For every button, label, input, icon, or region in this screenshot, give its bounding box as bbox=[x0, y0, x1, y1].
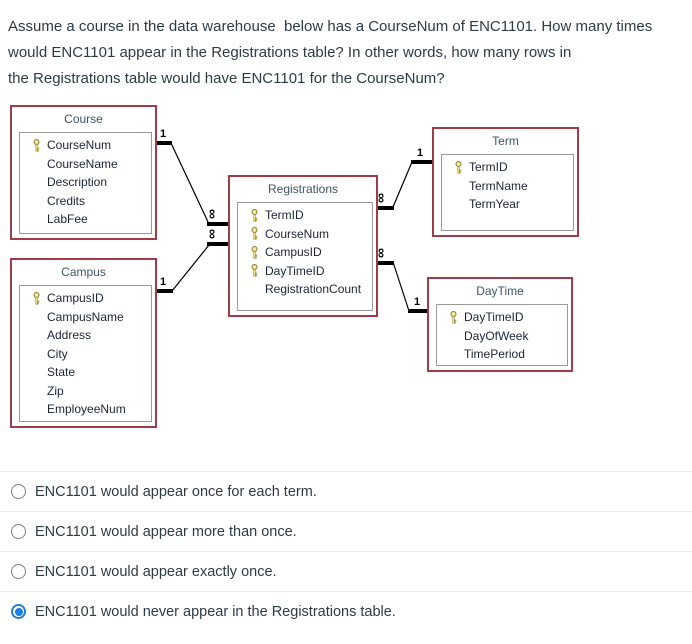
table-registrations[interactable]: Registrations TermID CourseNum CampusID … bbox=[228, 175, 378, 317]
table-title: Campus bbox=[61, 265, 106, 279]
table-field-list: CampusID CampusName Address City State Z… bbox=[19, 285, 152, 422]
field-name: TimePeriod bbox=[464, 347, 525, 362]
primary-key-icon bbox=[250, 208, 265, 222]
question-text: Assume a course in the data warehouse be… bbox=[0, 0, 692, 92]
field-name: DayTimeID bbox=[265, 263, 325, 278]
field-row: State bbox=[32, 363, 151, 382]
radio-selected-icon[interactable] bbox=[11, 604, 26, 619]
question-line: Assume a course in the data warehouse be… bbox=[8, 18, 653, 35]
table-daytime[interactable]: DayTime DayTimeID DayOfWeek TimePeriod bbox=[427, 277, 573, 372]
field-row: DayOfWeek bbox=[449, 327, 567, 346]
field-row: City bbox=[32, 345, 151, 364]
answer-option-3[interactable]: ENC1101 would appear exactly once. bbox=[0, 551, 692, 591]
answer-option-1[interactable]: ENC1101 would appear once for each term. bbox=[0, 471, 692, 511]
field-name: Description bbox=[47, 175, 108, 190]
field-name: LabFee bbox=[47, 212, 88, 227]
answer-option-label: ENC1101 would appear more than once. bbox=[35, 523, 297, 540]
radio-unselected-icon[interactable] bbox=[11, 484, 26, 499]
field-row: CampusID bbox=[32, 289, 151, 308]
answer-option-label: ENC1101 would appear once for each term. bbox=[35, 483, 317, 500]
field-name: CampusID bbox=[265, 245, 322, 260]
field-row: CampusID bbox=[250, 243, 372, 262]
radio-unselected-icon[interactable] bbox=[11, 564, 26, 579]
field-name: EmployeeNum bbox=[47, 402, 126, 417]
primary-key-icon bbox=[454, 160, 469, 174]
field-name: DayTimeID bbox=[464, 310, 524, 325]
field-name: TermYear bbox=[469, 197, 520, 212]
table-title: Term bbox=[492, 134, 519, 148]
schema-diagram: Course CourseNum CourseName Description … bbox=[0, 95, 692, 471]
field-name: State bbox=[47, 365, 76, 380]
field-row: EmployeeNum bbox=[32, 400, 151, 419]
field-row: TermName bbox=[454, 177, 573, 196]
field-name: CourseName bbox=[47, 156, 118, 171]
primary-key-icon bbox=[32, 138, 47, 152]
primary-key-icon bbox=[250, 227, 265, 240]
field-name: Credits bbox=[47, 193, 86, 208]
question-line: the Registrations table would have ENC11… bbox=[8, 70, 445, 87]
field-row: Zip bbox=[32, 382, 151, 401]
primary-key-icon bbox=[250, 245, 265, 259]
field-row: CampusName bbox=[32, 308, 151, 327]
field-row: DayTimeID bbox=[250, 262, 372, 281]
field-name: DayOfWeek bbox=[464, 328, 529, 343]
primary-key-icon bbox=[449, 310, 464, 324]
radio-unselected-icon[interactable] bbox=[11, 524, 26, 539]
field-name: City bbox=[47, 346, 68, 361]
relationship-lines bbox=[155, 141, 432, 313]
table-title: Registrations bbox=[267, 182, 339, 196]
field-row: TermID bbox=[454, 158, 573, 177]
field-name: TermID bbox=[265, 208, 304, 223]
cardinality-one-label: 1 bbox=[417, 147, 424, 159]
field-name: CampusID bbox=[47, 291, 104, 306]
cardinality-one-label: 1 bbox=[414, 296, 421, 308]
field-row: LabFee bbox=[32, 210, 151, 229]
field-row: Description bbox=[32, 173, 151, 192]
cardinality-one-label: 1 bbox=[160, 276, 167, 288]
field-row: CourseNum bbox=[32, 136, 151, 155]
field-row: RegistrationCount bbox=[250, 280, 372, 299]
field-name: CourseNum bbox=[265, 226, 330, 241]
field-row: CourseName bbox=[32, 155, 151, 174]
cardinality-many-label: ∞ bbox=[373, 248, 390, 258]
primary-key-icon bbox=[32, 291, 47, 305]
field-name: CourseNum bbox=[47, 138, 112, 153]
field-name: RegistrationCount bbox=[265, 282, 362, 297]
cardinality-many-label: ∞ bbox=[373, 193, 390, 203]
table-title: Course bbox=[64, 112, 103, 126]
field-row: CourseNum bbox=[250, 225, 372, 244]
cardinality-many-label: ∞ bbox=[204, 229, 221, 239]
answer-option-2[interactable]: ENC1101 would appear more than once. bbox=[0, 511, 692, 551]
table-title: DayTime bbox=[476, 284, 524, 298]
primary-key-icon bbox=[250, 264, 265, 277]
field-name: Address bbox=[47, 328, 92, 343]
field-name: CampusName bbox=[47, 309, 124, 324]
answer-option-label: ENC1101 would never appear in the Regist… bbox=[35, 603, 396, 620]
field-name: TermName bbox=[469, 178, 528, 193]
table-field-list: TermID CourseNum CampusID DayTimeID Regi… bbox=[237, 202, 373, 311]
field-row: TermID bbox=[250, 206, 372, 225]
question-line: would ENC1101 appear in the Registration… bbox=[8, 44, 572, 61]
answer-option-label: ENC1101 would appear exactly once. bbox=[35, 563, 277, 580]
table-field-list: DayTimeID DayOfWeek TimePeriod bbox=[436, 304, 568, 366]
table-field-list: CourseNum CourseName Description Credits… bbox=[19, 132, 152, 234]
field-name: Zip bbox=[47, 383, 64, 398]
field-row: DayTimeID bbox=[449, 308, 567, 327]
field-row: Address bbox=[32, 326, 151, 345]
answer-options: ENC1101 would appear once for each term.… bbox=[0, 471, 692, 631]
answer-option-4[interactable]: ENC1101 would never appear in the Regist… bbox=[0, 591, 692, 631]
field-name: TermID bbox=[469, 160, 508, 175]
table-term[interactable]: Term TermID TermName TermYear bbox=[432, 127, 579, 237]
table-campus[interactable]: Campus CampusID CampusName Address City … bbox=[10, 258, 157, 428]
field-row: TimePeriod bbox=[449, 345, 567, 364]
field-row: TermYear bbox=[454, 195, 573, 214]
cardinality-one-label: 1 bbox=[160, 128, 167, 140]
cardinality-many-label: ∞ bbox=[204, 209, 221, 219]
table-course[interactable]: Course CourseNum CourseName Description … bbox=[10, 105, 157, 240]
table-field-list: TermID TermName TermYear bbox=[441, 154, 574, 231]
field-row: Credits bbox=[32, 192, 151, 211]
